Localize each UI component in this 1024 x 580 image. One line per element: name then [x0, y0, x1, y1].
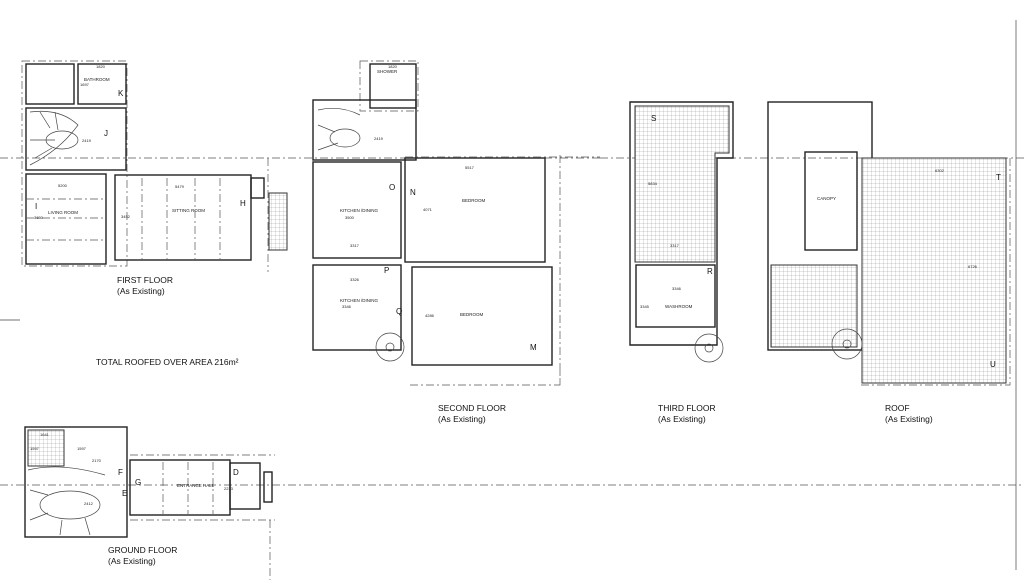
- dimension: 2170: [92, 458, 102, 463]
- room-label: LIVING ROOM: [48, 210, 78, 215]
- dimension: 3345: [640, 304, 650, 309]
- view-marker: Q: [396, 307, 402, 316]
- room-label: KITCHEN /DINING: [340, 298, 379, 303]
- room-label: CANOPY: [817, 196, 836, 201]
- dimension: 3650: [34, 215, 44, 220]
- second-floor-plan: SHOWER KITCHEN /DINING BEDROOM KITCHEN /…: [312, 60, 600, 424]
- room-label: BEDROOM: [460, 312, 484, 317]
- dimension: 1820: [388, 64, 398, 69]
- roof-title: ROOF: [885, 403, 910, 413]
- dimension: 1597: [30, 446, 40, 451]
- room-label: WASHROOM: [665, 304, 693, 309]
- view-marker: P: [384, 266, 389, 275]
- first-floor-title: FIRST FLOOR: [117, 275, 173, 285]
- dimension: 5479: [175, 184, 185, 189]
- dimension: 1820: [96, 64, 106, 69]
- dimension: 3317: [670, 243, 680, 248]
- second-floor-title: SECOND FLOOR: [438, 403, 506, 413]
- view-marker: U: [990, 360, 996, 369]
- second-floor-caption: (As Existing): [438, 414, 486, 424]
- view-marker: D: [233, 468, 239, 477]
- dimension: 2419: [82, 138, 92, 143]
- room-label: SITTING ROOM: [172, 208, 205, 213]
- roof-caption: (As Existing): [885, 414, 933, 424]
- dimension: 4071: [423, 207, 433, 212]
- room-label: BATHROOM: [84, 77, 110, 82]
- view-marker: I: [35, 202, 37, 211]
- view-marker: O: [389, 183, 395, 192]
- dimension: 3500: [345, 215, 355, 220]
- room-label: BEDROOM: [462, 198, 486, 203]
- dimension: 4286: [425, 313, 435, 318]
- view-marker: F: [118, 468, 123, 477]
- dimension: 5200: [58, 183, 68, 188]
- roof-plan: CANOPY 6302 6726 T U ROOF (As Existing): [767, 101, 1011, 424]
- dimension: 2419: [374, 136, 384, 141]
- view-marker: S: [651, 114, 656, 123]
- ground-floor-plan: ENTRANCE HALL 1641 1597 1597 2170 2412 2…: [24, 426, 275, 580]
- dimension: 5517: [465, 165, 475, 170]
- ground-floor-caption: (As Existing): [108, 556, 156, 566]
- view-marker: G: [135, 478, 141, 487]
- first-floor-plan: BATHROOM LIVING ROOM SITTING ROOM 1820 1…: [21, 60, 288, 296]
- room-label: KITCHEN /DINING: [340, 208, 379, 213]
- dimension: 3317: [350, 243, 360, 248]
- dimension: 3452: [121, 214, 131, 219]
- dimension: 2233: [224, 486, 234, 491]
- dimension: 3346: [672, 286, 682, 291]
- view-marker: R: [707, 267, 713, 276]
- dimension: 6726: [968, 264, 978, 269]
- ground-floor-title: GROUND FLOOR: [108, 545, 177, 555]
- dimension: 6302: [935, 168, 945, 173]
- dimension: 3326: [350, 277, 360, 282]
- room-label: ENTRANCE HALL: [177, 483, 215, 488]
- view-marker: T: [996, 173, 1001, 182]
- dimension: 3346: [342, 304, 352, 309]
- dimension: 2412: [84, 501, 94, 506]
- view-marker: N: [410, 188, 416, 197]
- room-label: SHOWER: [377, 69, 398, 74]
- dimension: 5834: [648, 181, 658, 186]
- view-marker: J: [104, 129, 108, 138]
- dimension: 1697: [80, 82, 90, 87]
- first-floor-caption: (As Existing): [117, 286, 165, 296]
- view-marker: H: [240, 199, 246, 208]
- third-floor-caption: (As Existing): [658, 414, 706, 424]
- view-marker: M: [530, 343, 537, 352]
- dimension: 1641: [40, 432, 50, 437]
- view-marker: K: [118, 89, 124, 98]
- total-area-note: TOTAL ROOFED OVER AREA 216m²: [96, 357, 239, 367]
- third-floor-plan: WASHROOM 5834 3317 3346 3345 S R THIRD F…: [629, 101, 734, 424]
- view-marker: E: [122, 489, 127, 498]
- third-floor-title: THIRD FLOOR: [658, 403, 716, 413]
- dimension: 1597: [77, 446, 87, 451]
